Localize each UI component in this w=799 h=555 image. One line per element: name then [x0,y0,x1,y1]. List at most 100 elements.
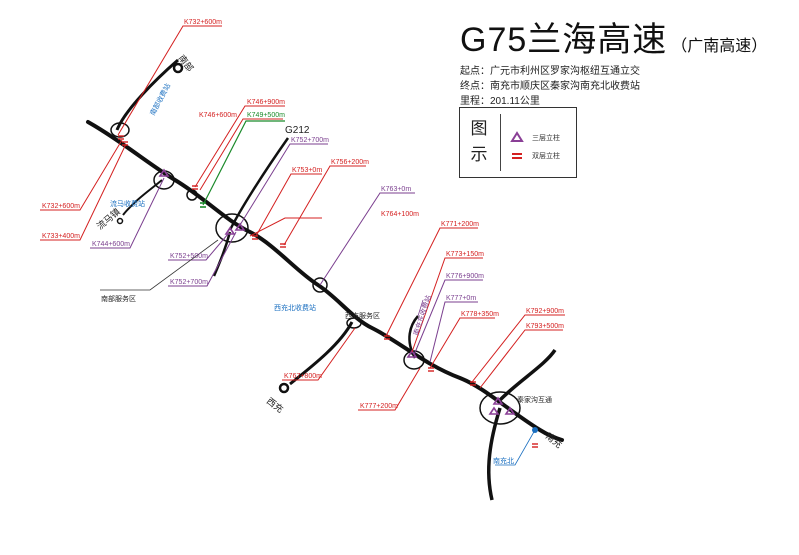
km-label: K776+900m [446,273,484,280]
three-level-pillar-icon [488,406,500,415]
toll-label: 南充东收费站 [411,294,433,337]
two-level-pillar-icon [280,243,286,248]
leader-line [40,139,123,211]
km-label: K732+600m [42,203,80,210]
leader-line [417,299,424,317]
leader-line [117,25,222,136]
leader-line [413,279,483,356]
road-label-g212: G212 [285,125,310,136]
title-text: G75兰海高速 [460,21,668,59]
two-level-pillar-icon [512,153,522,159]
leader-line [283,165,366,246]
km-label: K746+600m [199,112,237,119]
leader-line [40,143,127,241]
branch-qinjiagou-south [487,407,502,501]
leader-line [249,217,322,237]
branch-qinjiagou-east [498,348,557,402]
interchange-loop [215,213,249,243]
two-level-pillar-icon [192,185,198,190]
km-label: K777+200m [360,403,398,410]
three-level-pillar-icon [234,222,246,231]
g212-road-south [212,231,232,277]
leader-line [319,192,415,286]
two-level-pillar-icon [384,335,390,340]
branch-nanbu [115,58,179,131]
three-level-pillar-icon [492,396,504,405]
city-marker-nanbu [172,62,184,74]
km-label: K746+900m [247,99,285,106]
town-marker-liumazhen [116,217,124,225]
leader-line [411,257,483,353]
interchange-loop [186,189,198,201]
km-label: K771+200m [441,221,479,228]
end-point-text: 终点：南充市顺庆区秦家沟南充北收费站 [460,81,640,92]
branch-xichong [289,321,354,386]
place-label: 南部 [176,52,196,73]
two-level-pillar-icon [532,443,538,448]
km-label: K777+0m [446,295,476,302]
interchange-loop [312,277,328,293]
interchange-label: 秦家沟互通 [517,395,552,404]
leader-line [358,367,421,411]
leader-line [282,327,356,381]
legend-divider [500,114,501,171]
branch-liuma [122,179,163,216]
km-label: K756+200m [331,159,369,166]
toll-label: 流马收费站 [110,199,145,208]
interchange-loop [346,317,362,329]
place-label: 西充 [265,395,286,415]
g212-road [228,137,290,231]
map-title: G75兰海高速（广南高速） [460,12,767,61]
interchange-loop [403,350,425,370]
toll-marker-green [200,202,206,208]
service-label: 南部服务区 [101,294,136,303]
km-label: K749+500m [247,112,285,119]
mileage-text: 里程：201.11公里 [460,96,540,107]
three-level-pillar-icon [504,406,516,415]
km-label: K752+700m [170,279,208,286]
leader-line [199,118,283,191]
two-level-pillar-icon [252,235,258,240]
leader-line [168,233,229,261]
legend-two-level-label: 双层立柱 [532,153,560,160]
leader-line [471,314,565,383]
km-label: K733+400m [42,233,80,240]
service-label: 西充服务区 [345,311,380,320]
legend-box: 图示 三层立柱 双层立柱 [459,107,577,178]
interchange-loop [110,122,130,138]
city-marker-xichong [278,382,290,394]
leader-line [202,120,285,206]
km-label: K773+150m [446,251,484,258]
km-label: K763+0m [381,186,411,193]
toll-label: 西充北收费站 [274,303,316,312]
leader-line [255,173,322,237]
km-label: K752+700m [291,137,329,144]
km-label: K767+800m [284,373,322,380]
toll-label: 南充北 [493,456,514,465]
km-label: K793+500m [526,323,564,330]
two-level-pillar-icon [470,381,476,386]
leader-line [168,231,237,287]
leader-line [385,227,478,337]
leader-line [495,429,536,466]
legend-title: 图示 [470,119,488,164]
km-label: K778+350m [461,311,499,318]
two-level-pillar-icon [118,135,124,140]
km-label: K753+0m [292,167,322,174]
two-level-pillar-icon [428,367,434,372]
km-label: K744+600m [92,241,130,248]
leader-line [239,143,328,226]
three-level-pillar-icon [224,226,236,235]
subtitle-text: （广南高速） [671,38,768,55]
start-point-text: 起点：广元市利州区罗家沟枢纽互通立交 [460,66,640,77]
km-label: K764+100m [381,211,419,218]
interchange-loop [479,391,521,425]
legend-three-level-label: 三层立柱 [532,135,560,142]
leader-line [100,239,219,291]
leader-line [194,105,285,188]
leader-line [429,317,495,369]
three-level-pillar-icon [158,168,170,177]
toll-label: 南部收费站 [148,82,172,117]
leader-line [479,329,563,389]
